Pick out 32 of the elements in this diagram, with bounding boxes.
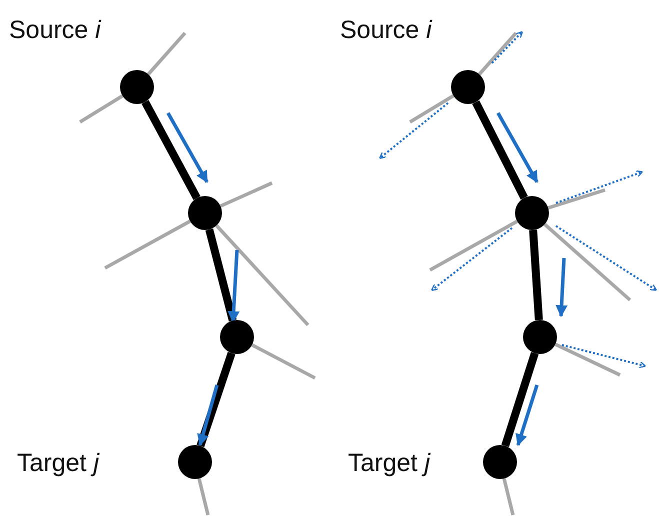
vertex-dot <box>515 196 549 230</box>
branch-line <box>251 343 316 380</box>
branch-line <box>197 478 210 516</box>
branch-line <box>554 342 621 377</box>
vertex-label: Source i <box>340 15 432 45</box>
vertex-dot <box>523 320 557 354</box>
vertex-label: Target j <box>348 448 430 478</box>
vertex-dot <box>483 445 517 479</box>
vertex-dot <box>178 445 212 479</box>
link-line <box>142 100 200 200</box>
branch-line <box>220 181 273 208</box>
branch-line <box>409 94 454 124</box>
vertex-dot <box>120 70 154 104</box>
branch-line <box>79 94 124 124</box>
branch-line <box>502 478 515 516</box>
link-line <box>472 100 528 200</box>
vertex-dot <box>451 70 485 104</box>
vertex-label: Target j <box>17 448 99 478</box>
branch-line <box>548 188 606 210</box>
branch-line <box>478 32 518 76</box>
branch-line <box>146 32 186 76</box>
link-line <box>529 230 543 320</box>
vertex-label: Source i <box>9 15 101 45</box>
branch-line <box>544 222 632 302</box>
vertex-dot <box>220 320 254 354</box>
link-line <box>501 352 539 448</box>
branch-line <box>429 220 518 272</box>
branch-line <box>104 220 191 270</box>
vertex-dot <box>188 196 222 230</box>
link-line <box>196 352 236 448</box>
branch-line <box>215 224 310 326</box>
link-line <box>205 228 237 322</box>
